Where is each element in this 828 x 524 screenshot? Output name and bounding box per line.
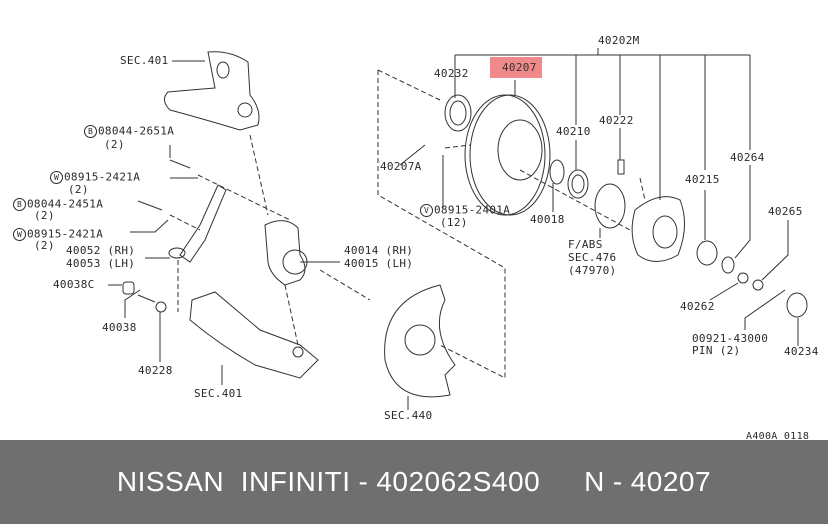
separator: - [358, 466, 369, 497]
label-40265[interactable]: 40265 [768, 205, 803, 218]
part-number: 402062S400 [376, 466, 541, 497]
label-40052[interactable]: 40052 (RH) [66, 244, 136, 257]
separator: - [612, 466, 623, 497]
bolt-marker-icon: B [84, 125, 97, 138]
footer-bar: NISSAN INFINITI - 402062S400 N - 40207 [0, 440, 828, 524]
label-40210[interactable]: 40210 [556, 125, 591, 138]
label-sec476[interactable]: SEC.476 [568, 251, 617, 264]
washer-marker-icon: W [50, 171, 63, 184]
diagram-linework [108, 48, 808, 410]
label-47970[interactable]: (47970) [568, 264, 617, 277]
label-40015[interactable]: 40015 (LH) [344, 257, 414, 270]
qty: (2) [68, 183, 89, 196]
label-40038[interactable]: 40038 [102, 321, 137, 334]
qty: (12) [440, 216, 468, 229]
label-40207[interactable]: 40207 [502, 61, 537, 74]
label-sec440[interactable]: SEC.440 [384, 409, 433, 422]
brand-text: NISSAN INFINITI [116, 466, 351, 497]
washer-marker-icon: V [420, 204, 433, 217]
label-40202m[interactable]: 40202M [598, 34, 640, 47]
label-40228[interactable]: 40228 [138, 364, 173, 377]
label-sec401-top[interactable]: SEC.401 [120, 54, 169, 67]
label-40264[interactable]: 40264 [730, 151, 765, 164]
label-pin-qty: PIN (2) [692, 344, 741, 357]
qty: (2) [34, 209, 55, 222]
label-40222[interactable]: 40222 [599, 114, 634, 127]
label-40207a[interactable]: 40207A [380, 160, 422, 173]
highlight-box-40207 [490, 57, 542, 78]
label-40215[interactable]: 40215 [685, 173, 720, 186]
ref-number: 40207 [630, 466, 712, 497]
qty: (2) [34, 239, 55, 252]
label-fabs[interactable]: F/ABS [568, 238, 603, 251]
label-40014[interactable]: 40014 (RH) [344, 244, 414, 257]
washer-marker-icon: W [13, 228, 26, 241]
label-40234[interactable]: 40234 [784, 345, 819, 358]
bolt-marker-icon: B [13, 198, 26, 211]
ref-prefix: N [584, 466, 605, 497]
qty: (2) [104, 138, 125, 151]
label-40053[interactable]: 40053 (LH) [66, 257, 136, 270]
label-40232[interactable]: 40232 [434, 67, 469, 80]
label-sec401-bottom[interactable]: SEC.401 [194, 387, 243, 400]
label-00921-43000[interactable]: 00921-43000 [692, 332, 769, 345]
label-40038c[interactable]: 40038C [53, 278, 95, 291]
label-40262[interactable]: 40262 [680, 300, 715, 313]
label-40018[interactable]: 40018 [530, 213, 565, 226]
drawing-id: A400A 0118 [746, 431, 810, 442]
